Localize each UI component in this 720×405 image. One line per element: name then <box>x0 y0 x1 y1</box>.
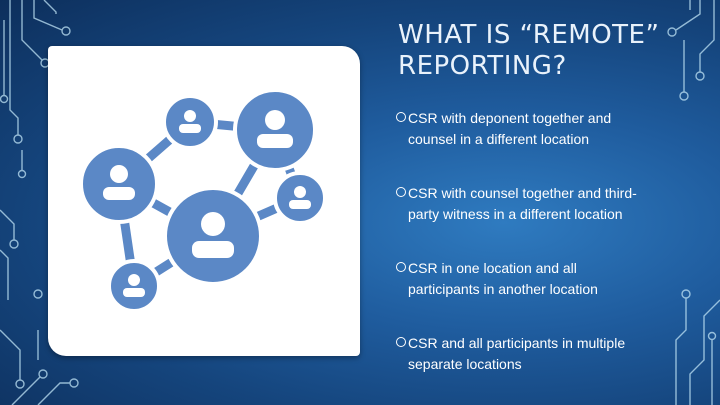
bullet-circle-icon <box>396 187 406 197</box>
bullet-item: CSR and all participants in multiple sep… <box>396 333 625 375</box>
bullet-circle-icon <box>396 337 406 347</box>
bullet-text-line: CSR with deponent together and <box>408 110 612 126</box>
bullet-circle-icon <box>396 262 406 272</box>
bullet-text-line: CSR with counsel together and third- <box>408 185 637 201</box>
bullet-circle-icon <box>396 112 406 122</box>
bullet-text-line: CSR in one location and all <box>408 260 577 276</box>
bullet-text-line: party witness in a different location <box>408 206 623 222</box>
network-people-icon <box>79 88 327 313</box>
image-panel <box>48 46 360 356</box>
bullet-text-line: CSR and all participants in multiple <box>408 335 626 351</box>
slide-title-line-1: WHAT IS “REMOTE” <box>398 20 660 50</box>
slide-title: WHAT IS “REMOTE” REPORTING? <box>398 20 698 82</box>
bullet-item: CSR in one location and all participants… <box>396 258 598 300</box>
bullet-item: CSR with counsel together and third- par… <box>396 183 637 225</box>
bullet-text-line: participants in another location <box>408 281 598 297</box>
bullet-item: CSR with deponent together and counsel i… <box>396 108 611 150</box>
bullet-text-line: separate locations <box>408 356 522 372</box>
bullet-text-line: counsel in a different location <box>408 131 590 147</box>
slide-title-line-2: REPORTING? <box>398 51 567 81</box>
